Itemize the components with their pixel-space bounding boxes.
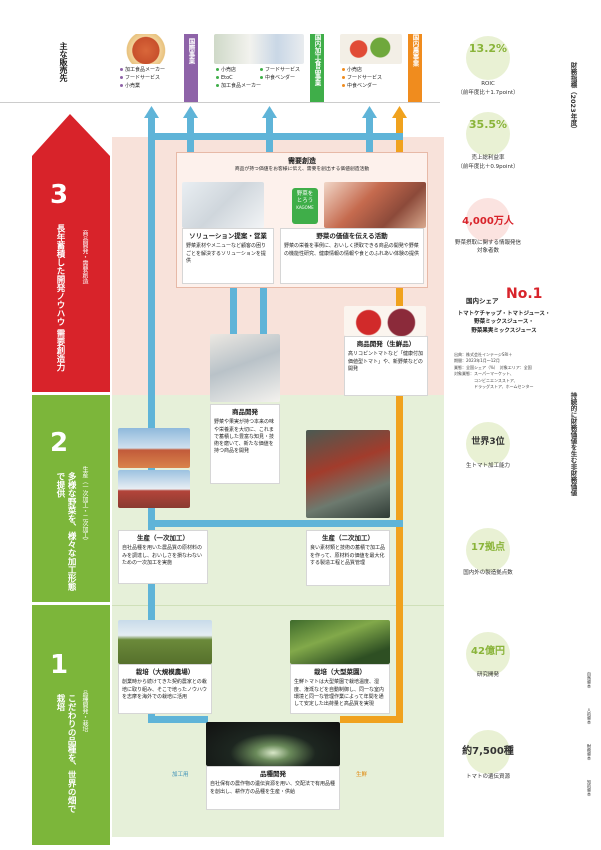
fresh-card: 商品開発（生鮮品） 高リコピントマトなど「健康付加価値型トマト」や、新野菜などの… (344, 336, 428, 396)
stage3-arrow (32, 114, 110, 392)
stage1-number: 1 (50, 650, 69, 680)
stage3-number: 3 (50, 180, 69, 210)
roic-sub: （前年度比＋1.7point） (457, 90, 519, 96)
segment-domestic-tag: 国内加工食品事業 (310, 34, 324, 102)
pipe-blue-center (230, 280, 237, 340)
gross-value: 35.5% (468, 118, 508, 131)
gross-label: 売上総利益率 (471, 155, 505, 161)
plant-photo (306, 430, 390, 518)
segment-agri-tag: 国内農事業 (408, 34, 422, 102)
reach-value: 4,000万人 (462, 216, 514, 227)
segment-intl-list: 加工食品メーカー フードサービス 小売業 (120, 66, 165, 90)
segment-agri-list: 小売店 フードサービス 中食ベンダー (342, 66, 382, 90)
genetic-value: 約7,500種 (462, 746, 514, 757)
stage2-title: 多様な野菜を、様々な加工形態で提供 (55, 472, 77, 591)
segment-intl-tag: 国際事業 (184, 34, 198, 102)
bases-value: 17拠点 (471, 542, 505, 553)
pipe-orange (396, 116, 403, 723)
rnd-circle (466, 632, 510, 676)
capital-legend: 自然資本 人的資本 財務資本 知的資本 (586, 672, 598, 816)
tractor-photo (118, 620, 212, 664)
solution-card: ソリューション提案・営業 野菜素材やメニューなど顧客の困りごとを解決するソリュー… (182, 228, 274, 284)
bases-label: 国内外の製造拠点数 (463, 570, 513, 576)
stage3-title: 長年蓄積した開発ノウハウ 需要創造力 (55, 224, 66, 372)
breeding-card: 品種開発 自社保有の農作物の遺伝資源を用い、交配法で有用品種を創出し、耕作方の品… (206, 766, 340, 810)
label-processing: 加工用 (172, 772, 189, 778)
stage1-arrow (32, 605, 110, 845)
genetic-label: トマトの遺伝資源 (465, 774, 510, 780)
kagome-logo: 野菜をとろう KAGOME (292, 188, 318, 224)
farm-large-card: 栽培（大規模農場） 創業時から続けてきた契約農家との栽培に取り組み、そこで培った… (118, 664, 212, 714)
tomato-package-photo (344, 306, 426, 336)
world-value: 世界3位 (471, 437, 505, 447)
segment-domestic-list-right: フードサービス 中食ベンダー (260, 66, 300, 82)
legend-intellectual: 知的資本 (587, 780, 592, 796)
world-circle (466, 422, 510, 466)
header-divider (0, 102, 440, 103)
share-prefix: 国内シェア (466, 297, 499, 305)
reach-circle (466, 198, 510, 242)
roic-circle (466, 36, 510, 80)
nonfinancial-title: 持続的に財務価値を生む非財務価値 (569, 392, 577, 496)
pipe-blue-left-bottom (148, 716, 208, 723)
financial-title: 財務指標（2023年度） (569, 62, 577, 133)
label-fresh: 生鮮 (356, 772, 368, 778)
greenhouse-photo (290, 620, 390, 664)
segment-domestic-list: 小売店 EtoC 加工食品メーカー (216, 66, 261, 90)
band-divider (112, 605, 444, 606)
stage1-sub: 品種開発・栽培 (81, 690, 88, 732)
product-card: 商品開発 野菜や果実が持つ本来の味や栄養素を大切に、これまで蓄積した豊富な知見・… (210, 404, 280, 484)
stage2-sub: 生産（一次加工・二次加工） (81, 466, 88, 544)
share-products: トマトケチャップ・トマトジュース・ 野菜ミックスジュース・ 野菜果実ミックスジュ… (457, 311, 551, 334)
stage2-number: 2 (50, 428, 69, 458)
legend-natural: 自然資本 (587, 672, 592, 688)
pipe-blue-center-2 (260, 280, 267, 340)
vegvalue-card: 野菜の価値を伝える活動 野菜の栄養を事例に、おいしく摂取できる商品の開発や野菜の… (280, 228, 424, 284)
legend-human: 人的資本 (587, 708, 592, 724)
factory-photo (118, 428, 190, 468)
pizza-photo (118, 34, 180, 64)
farm-green-card: 栽培（大型菜園） 生鮮トマトは大型菜園で栽培温度、湿度、潅漑などを自動制御し、同… (290, 664, 390, 714)
lab-photo (210, 334, 280, 402)
bases-circle (466, 528, 510, 572)
demand-desc: 商品が持つ価値をお客様に伝え、需要を創出する価値創造活動 (234, 167, 370, 172)
office-photo (182, 182, 264, 228)
stage3-sub: 商品開発・需要創造 (81, 230, 88, 284)
world-label: 生トマト加工能力 (465, 463, 510, 469)
gross-sub: （前年度比＋0.9point） (457, 164, 519, 170)
sales-label: 主な販売先 (59, 42, 68, 82)
genetic-circle (466, 730, 510, 774)
rnd-value: 42億円 (471, 646, 505, 657)
share-notes: 出典：株式会社インテージSRI＋ 期間：2023年1月〜12月 業態：全国シェア… (454, 352, 534, 389)
pipe-orange-bottom (340, 716, 403, 723)
pipe-blue-top-horizontal (148, 133, 403, 140)
legend-financial: 財務資本 (587, 744, 592, 760)
store-photo (214, 34, 304, 64)
secondary-card: 生産（二次加工） 良い素材類と技術の蓄積で加工品を作って、原材料の価値を最大化す… (306, 530, 390, 586)
rnd-label: 研究開発 (476, 672, 499, 678)
salad-photo (340, 34, 402, 64)
pipe-blue-mid-horizontal (148, 520, 403, 527)
gross-circle (466, 112, 510, 156)
reach-label: 野菜摂取に関する情報発信対象者数 (454, 240, 521, 254)
pipe-blue-left (148, 116, 155, 716)
stage-arrows (32, 114, 110, 845)
truck-photo (118, 470, 190, 508)
roic-label: ROIC (481, 81, 495, 87)
child-photo (324, 182, 426, 228)
stage1-title: こだわりの品種を、世界の畑で栽培 (55, 694, 77, 813)
demand-title: 需要創造 (288, 157, 316, 165)
seedling-photo (206, 722, 340, 766)
roic-value: 13.2% (468, 42, 508, 55)
primary-card: 生産（一次加工） 自社品種を用いた農品質の原材料のみを調達し、おいしさを損なわな… (118, 530, 208, 584)
share-value: No.1 (506, 286, 543, 302)
stage2-arrow (32, 395, 110, 602)
